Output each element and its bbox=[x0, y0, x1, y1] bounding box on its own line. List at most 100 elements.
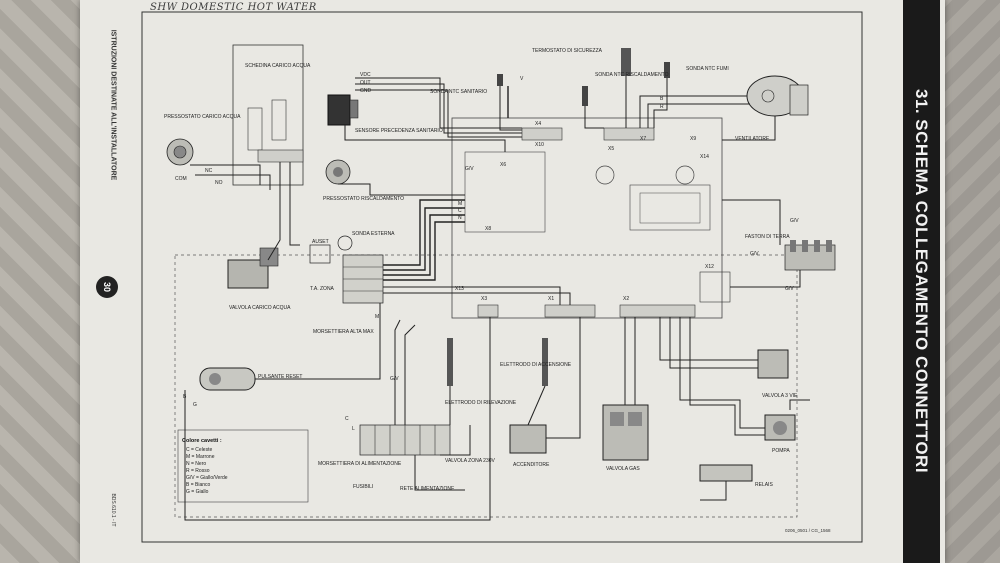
svg-text:GND: GND bbox=[360, 88, 372, 94]
sensore-precedenza bbox=[327, 94, 351, 126]
faston-terra bbox=[784, 240, 836, 271]
label-ventilatore: VENTILATORE bbox=[735, 136, 770, 142]
legend-item: G/V = Giallo/Verde bbox=[186, 475, 228, 481]
svg-text:X4: X4 bbox=[535, 121, 541, 127]
legend-box bbox=[177, 429, 309, 503]
label-valvola-3-vie: VALVOLA 3 VIE bbox=[762, 393, 798, 399]
elettrodo-rilevazione bbox=[447, 338, 453, 386]
schedina-carico-box bbox=[232, 44, 304, 186]
connector-x5 bbox=[603, 127, 655, 141]
svg-text:X2: X2 bbox=[623, 296, 629, 302]
label-com: COM bbox=[175, 176, 187, 182]
connector-x1 bbox=[544, 304, 596, 318]
svg-text:M: M bbox=[458, 201, 462, 207]
background-left bbox=[0, 0, 80, 563]
handwritten-note: SHW DOMESTIC HOT WATER bbox=[150, 2, 317, 13]
legend-item: M = Marrone bbox=[186, 454, 215, 460]
label-valvola-gas: VALVOLA GAS bbox=[606, 466, 640, 472]
label-rete-alimentazione: RETE ALIMENTAZIONE bbox=[400, 486, 455, 492]
svg-text:X8: X8 bbox=[485, 226, 491, 232]
label-valvola-carico: VALVOLA CARICO ACQUA bbox=[229, 305, 291, 311]
svg-text:X5: X5 bbox=[608, 146, 614, 152]
label-pompa: POMPA bbox=[772, 448, 790, 454]
svg-text:G: G bbox=[193, 402, 197, 408]
svg-text:G/V: G/V bbox=[785, 286, 794, 292]
svg-text:N: N bbox=[458, 215, 462, 221]
label-termostato: TERMOSTATO DI SICUREZZA bbox=[532, 48, 603, 54]
potentiometer-2 bbox=[675, 165, 695, 185]
legend-item: N = Nero bbox=[186, 461, 206, 467]
wires bbox=[184, 76, 810, 521]
svg-text:C: C bbox=[345, 416, 349, 422]
svg-text:B: B bbox=[183, 394, 187, 400]
svg-text:G/V: G/V bbox=[465, 166, 474, 172]
label-schedina-carico: SCHEDINA CARICO ACQUA bbox=[245, 63, 311, 69]
transformer bbox=[629, 184, 711, 231]
sonda-esterna bbox=[337, 235, 353, 251]
connector-x3 bbox=[477, 304, 499, 318]
board-outline bbox=[174, 254, 798, 518]
label-accenditore: ACCENDITORE bbox=[513, 462, 550, 468]
svg-text:X12: X12 bbox=[705, 264, 714, 270]
control-board bbox=[451, 117, 723, 319]
connector-x2 bbox=[619, 304, 696, 318]
legend-item: R = Rosso bbox=[186, 468, 210, 474]
svg-text:X14: X14 bbox=[700, 154, 709, 160]
svg-text:X9: X9 bbox=[690, 136, 696, 142]
termostato-sicurezza bbox=[621, 48, 631, 76]
svg-text:G/V: G/V bbox=[750, 251, 759, 257]
label-faston-terra: FASTON DI TERRA bbox=[745, 234, 790, 240]
legend-item: C = Celeste bbox=[186, 447, 212, 453]
background-right bbox=[940, 0, 1000, 563]
label-relais: RELAIS bbox=[755, 482, 773, 488]
svg-text:V: V bbox=[520, 76, 524, 82]
valvola-3-vie bbox=[757, 349, 789, 379]
label-fusibili: FUSIBILI bbox=[353, 484, 373, 490]
svg-text:VDC: VDC bbox=[360, 72, 371, 78]
svg-text:X3: X3 bbox=[481, 296, 487, 302]
elettrodo-accensione bbox=[542, 338, 548, 386]
title-band bbox=[903, 0, 940, 563]
svg-text:L: L bbox=[352, 426, 355, 432]
morsettiera-alta bbox=[342, 254, 384, 304]
sonda-ntc-sanitario bbox=[497, 74, 503, 86]
label-morsettiera-alta: MORSETTIERA ALTA MAX bbox=[313, 329, 374, 335]
label-pulsante-reset: PULSANTE RESET bbox=[258, 374, 302, 380]
svg-text:X13: X13 bbox=[455, 286, 464, 292]
label-sonda-esterna: SONDA ESTERNA bbox=[352, 231, 395, 237]
svg-text:X10: X10 bbox=[535, 142, 544, 148]
diagram-frame bbox=[141, 11, 863, 543]
pulsante-reset bbox=[199, 367, 256, 391]
svg-text:G/V: G/V bbox=[790, 218, 799, 224]
label-auset: AUSET bbox=[312, 239, 329, 245]
svg-text:NC: NC bbox=[205, 168, 213, 174]
sonda-ntc-fumi bbox=[664, 62, 670, 78]
svg-text:NO: NO bbox=[215, 180, 223, 186]
svg-text:OUT: OUT bbox=[360, 80, 371, 86]
label-pressostato: PRESSOSTATO CARICO ACQUA bbox=[164, 114, 241, 120]
legend-title: Colore cavetti : bbox=[182, 438, 222, 444]
label-elettrodo-accensione: ELETTRODO DI ACCENSIONE bbox=[500, 362, 572, 368]
label-valvola-zona: VALVOLA ZONA 230V bbox=[445, 458, 496, 464]
morsettiera-alimentazione bbox=[359, 424, 451, 456]
svg-text:M: M bbox=[375, 314, 379, 320]
label-sonda-ntc-risc: SONDA NTC RISCALDAMENTO bbox=[595, 72, 669, 78]
sonda-ntc-riscaldamento bbox=[582, 86, 588, 106]
legend-item: B = Bianco bbox=[186, 482, 211, 488]
svg-text:C: C bbox=[458, 208, 462, 214]
connector-x4 bbox=[521, 127, 563, 141]
svg-text:X6: X6 bbox=[500, 162, 506, 168]
connector-x12 bbox=[699, 271, 731, 303]
label-sensore-precedenza: SENSORE PRECEDENZA SANITARIO bbox=[355, 128, 443, 134]
label-morsettiera-alimentazione: MORSETTIERA DI ALIMENTAZIONE bbox=[318, 461, 402, 467]
auset-box bbox=[309, 244, 331, 264]
svg-text:B: B bbox=[660, 96, 664, 102]
label-pressostato-risc: PRESSOSTATO RISCALDAMENTO bbox=[323, 196, 404, 202]
label-sonda-ntc-fumi: SONDA NTC FUMI bbox=[686, 66, 729, 72]
label-ta-zona: T.A. ZONA bbox=[310, 286, 335, 292]
label-sonda-ntc-sanitario: SONDA NTC SANITARIO bbox=[430, 89, 487, 95]
relais bbox=[699, 464, 753, 482]
label-elettrodo-rilevazione: ELETTRODO DI RILEVAZIONE bbox=[445, 400, 517, 406]
accenditore bbox=[509, 424, 547, 454]
